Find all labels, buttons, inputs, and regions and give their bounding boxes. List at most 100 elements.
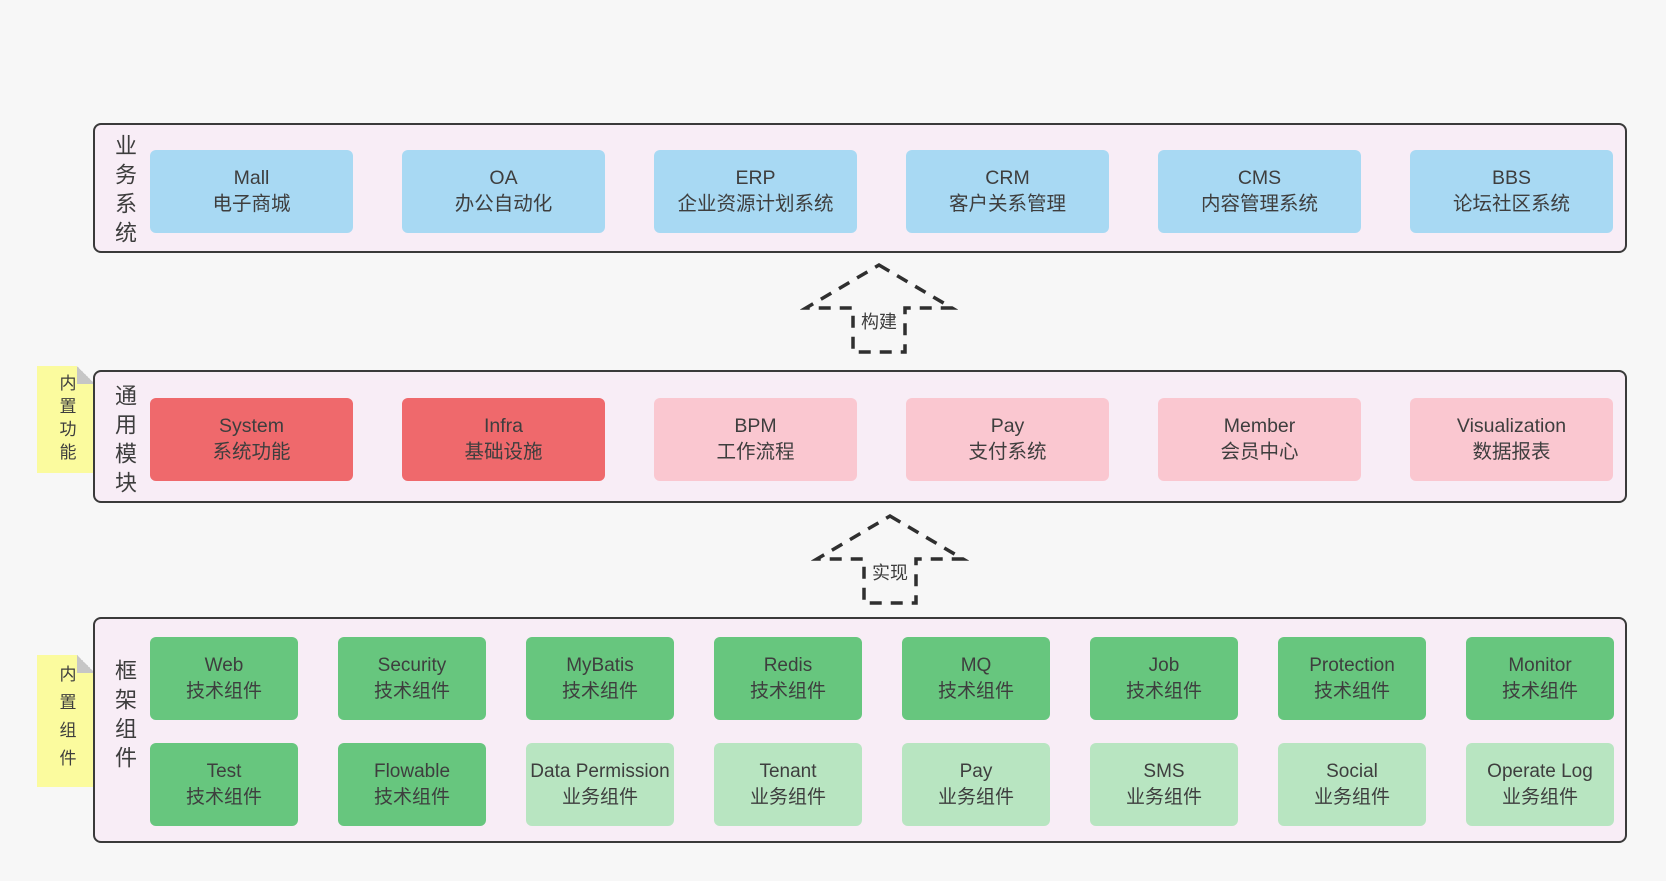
box-title-zh: 内容管理系统 bbox=[1200, 192, 1318, 215]
box-title-en: BBS bbox=[1491, 166, 1532, 189]
box-title-zh: 客户关系管理 bbox=[948, 192, 1066, 215]
module-box: Pay 支付系统 bbox=[906, 398, 1109, 481]
component-box: Test 技术组件 bbox=[150, 743, 298, 826]
up-arrow-icon bbox=[811, 513, 969, 605]
box-title-zh: 技术组件 bbox=[1501, 680, 1578, 702]
box-title-zh: 技术组件 bbox=[1125, 680, 1202, 702]
module-box: Member 会员中心 bbox=[1158, 398, 1361, 481]
box-title-en: Web bbox=[204, 655, 244, 677]
component-box: Redis 技术组件 bbox=[714, 637, 862, 720]
box-title-zh: 业务组件 bbox=[561, 786, 638, 808]
box-title-zh: 企业资源计划系统 bbox=[677, 192, 834, 215]
box-title-zh: 基础设施 bbox=[464, 440, 543, 463]
box-title-en: Data Permission bbox=[530, 761, 670, 783]
component-box: Social 业务组件 bbox=[1278, 743, 1426, 826]
box-title-zh: 数据报表 bbox=[1472, 440, 1551, 463]
business-system-box: CMS 内容管理系统 bbox=[1158, 150, 1361, 233]
sticky-built-in-components-label: 内置组件 bbox=[56, 665, 76, 777]
box-title-zh: 论坛社区系统 bbox=[1452, 192, 1570, 215]
component-box: Tenant 业务组件 bbox=[714, 743, 862, 826]
box-title-en: Security bbox=[377, 655, 447, 677]
box-title-en: Infra bbox=[483, 414, 524, 437]
box-title-zh: 技术组件 bbox=[185, 786, 262, 808]
framework-components-row-1: Web 技术组件 Security 技术组件 MyBatis 技术组件 Redi… bbox=[150, 637, 1614, 720]
framework-components-row-2: Test 技术组件 Flowable 技术组件 Data Permission … bbox=[150, 743, 1614, 826]
component-box: Data Permission 业务组件 bbox=[526, 743, 674, 826]
box-title-en: Flowable bbox=[373, 761, 451, 783]
module-box: System 系统功能 bbox=[150, 398, 353, 481]
box-title-en: Protection bbox=[1309, 655, 1395, 677]
box-title-zh: 技术组件 bbox=[749, 680, 826, 702]
box-title-en: Social bbox=[1326, 761, 1378, 783]
box-title-en: BPM bbox=[734, 414, 777, 437]
sticky-built-in-features-label: 内置功能 bbox=[56, 373, 76, 466]
box-title-en: OA bbox=[489, 166, 518, 189]
box-title-zh: 业务组件 bbox=[1125, 786, 1202, 808]
box-title-zh: 技术组件 bbox=[373, 680, 450, 702]
box-title-en: Visualization bbox=[1456, 414, 1567, 437]
module-box: Infra 基础设施 bbox=[402, 398, 605, 481]
sticky-built-in-features: 内置功能 bbox=[37, 366, 95, 473]
folded-corner-icon bbox=[77, 366, 95, 384]
arrow-build: 构建 bbox=[800, 261, 958, 356]
box-title-zh: 业务组件 bbox=[749, 786, 826, 808]
component-box: MyBatis 技术组件 bbox=[526, 637, 674, 720]
box-title-en: CMS bbox=[1237, 166, 1282, 189]
component-box: Pay 业务组件 bbox=[902, 743, 1050, 826]
business-system-box: OA 办公自动化 bbox=[402, 150, 605, 233]
band-common-modules: 通用模块 System 系统功能 Infra 基础设施 BPM 工作流程 bbox=[93, 370, 1627, 503]
box-title-en: CRM bbox=[985, 166, 1030, 189]
box-title-zh: 技术组件 bbox=[185, 680, 262, 702]
box-title-en: Test bbox=[206, 761, 242, 783]
box-title-zh: 会员中心 bbox=[1220, 440, 1299, 463]
business-system-box: BBS 论坛社区系统 bbox=[1410, 150, 1613, 233]
business-systems-row: Mall 电子商城 OA 办公自动化 ERP 企业资源计划系统 CRM 客户关系… bbox=[150, 150, 1613, 233]
box-title-en: ERP bbox=[735, 166, 776, 189]
box-title-en: System bbox=[218, 414, 284, 437]
sticky-built-in-components: 内置组件 bbox=[37, 655, 95, 787]
component-box: Operate Log 业务组件 bbox=[1466, 743, 1614, 826]
box-title-zh: 支付系统 bbox=[968, 440, 1047, 463]
component-box: Protection 技术组件 bbox=[1278, 637, 1426, 720]
box-title-en: Pay bbox=[990, 414, 1025, 437]
box-title-en: Redis bbox=[763, 655, 813, 677]
band-framework-components-label: 框架组件 bbox=[112, 659, 137, 775]
component-box: Job 技术组件 bbox=[1090, 637, 1238, 720]
box-title-zh: 业务组件 bbox=[1501, 786, 1578, 808]
module-box: Visualization 数据报表 bbox=[1410, 398, 1613, 481]
up-arrow-icon bbox=[800, 262, 958, 354]
box-title-en: Operate Log bbox=[1487, 761, 1593, 783]
box-title-en: Tenant bbox=[759, 761, 817, 783]
component-box: MQ 技术组件 bbox=[902, 637, 1050, 720]
box-title-zh: 技术组件 bbox=[561, 680, 638, 702]
component-box: SMS 业务组件 bbox=[1090, 743, 1238, 826]
band-business-systems-label: 业务系统 bbox=[112, 134, 137, 250]
box-title-zh: 系统功能 bbox=[212, 440, 291, 463]
box-title-zh: 工作流程 bbox=[716, 440, 795, 463]
box-title-zh: 技术组件 bbox=[1313, 680, 1390, 702]
box-title-en: Pay bbox=[959, 761, 993, 783]
arrow-implement-label: 实现 bbox=[868, 558, 912, 586]
box-title-en: SMS bbox=[1143, 761, 1185, 783]
arrow-build-label: 构建 bbox=[857, 307, 901, 335]
arrow-implement: 实现 bbox=[811, 512, 969, 607]
box-title-zh: 办公自动化 bbox=[454, 192, 553, 215]
module-box: BPM 工作流程 bbox=[654, 398, 857, 481]
band-common-modules-label: 通用模块 bbox=[112, 384, 137, 500]
box-title-zh: 业务组件 bbox=[937, 786, 1014, 808]
business-system-box: Mall 电子商城 bbox=[150, 150, 353, 233]
box-title-zh: 技术组件 bbox=[937, 680, 1014, 702]
box-title-en: Monitor bbox=[1508, 655, 1572, 677]
common-modules-row: System 系统功能 Infra 基础设施 BPM 工作流程 Pay 支付系统 bbox=[150, 398, 1613, 481]
box-title-en: Mall bbox=[233, 166, 270, 189]
box-title-en: MyBatis bbox=[566, 655, 634, 677]
folded-corner-icon bbox=[77, 655, 95, 673]
band-framework-components: 框架组件 Web 技术组件 Security 技术组件 MyBatis 技术组件 bbox=[93, 617, 1627, 843]
box-title-en: Member bbox=[1223, 414, 1296, 437]
box-title-en: Job bbox=[1148, 655, 1180, 677]
box-title-zh: 技术组件 bbox=[373, 786, 450, 808]
component-box: Security 技术组件 bbox=[338, 637, 486, 720]
business-system-box: CRM 客户关系管理 bbox=[906, 150, 1109, 233]
component-box: Flowable 技术组件 bbox=[338, 743, 486, 826]
